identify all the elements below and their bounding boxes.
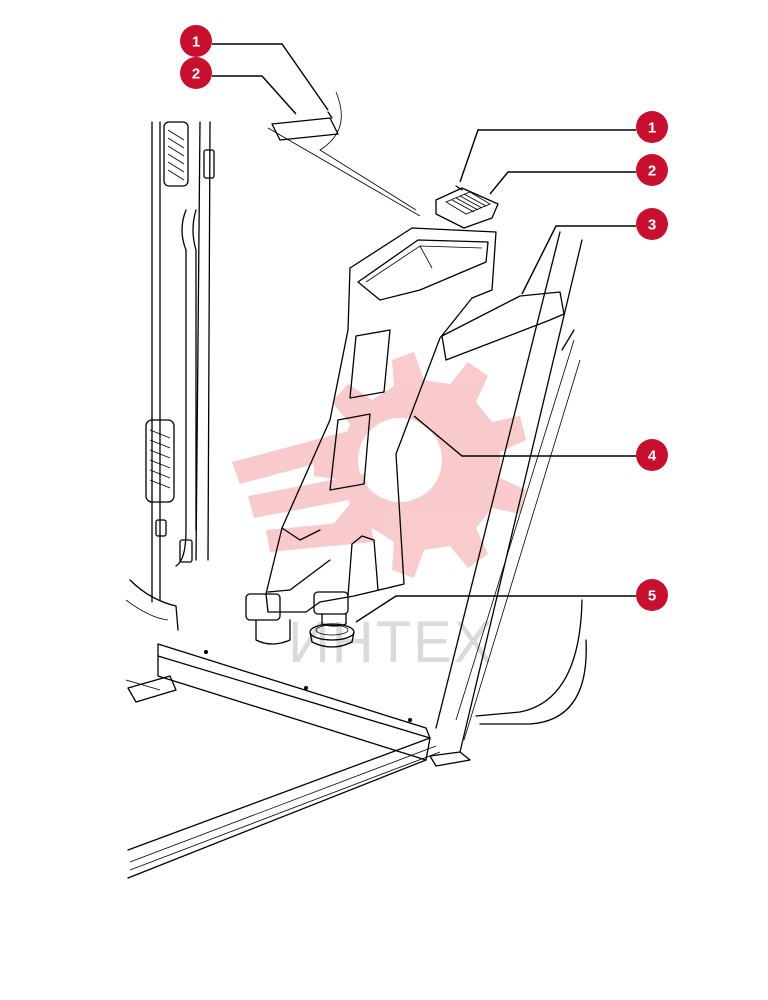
door-post	[125, 121, 215, 691]
callout-label: 2	[192, 66, 200, 83]
callout-5: 5	[636, 579, 668, 611]
detail-screw-1	[327, 111, 333, 119]
callout-3: 3	[636, 208, 668, 240]
callout-1-detail: 1	[180, 25, 212, 57]
part-seal-ring-5	[309, 623, 355, 648]
callout-label: 1	[192, 34, 200, 51]
detail-plate-2	[271, 117, 339, 141]
detail-cone-line	[267, 127, 421, 217]
callout-label: 5	[648, 588, 656, 605]
floor-sill	[127, 643, 471, 879]
leader-lines	[212, 43, 636, 623]
right-pillar	[435, 231, 587, 753]
callout-label: 4	[648, 448, 657, 465]
callout-2-detail: 2	[180, 57, 212, 89]
part-air-duct-4	[245, 227, 497, 645]
part-screw-1	[455, 185, 463, 191]
watermark-logo	[232, 352, 526, 578]
callout-label: 2	[648, 163, 656, 180]
part-panel-3	[441, 291, 565, 361]
callout-4: 4	[636, 439, 668, 471]
callout-1-main: 1	[636, 111, 668, 143]
callout-label: 1	[648, 120, 656, 137]
part-grille-2	[435, 187, 499, 229]
callout-label: 3	[648, 217, 656, 234]
callout-2-main: 2	[636, 154, 668, 186]
detail-cone-line	[319, 91, 417, 211]
